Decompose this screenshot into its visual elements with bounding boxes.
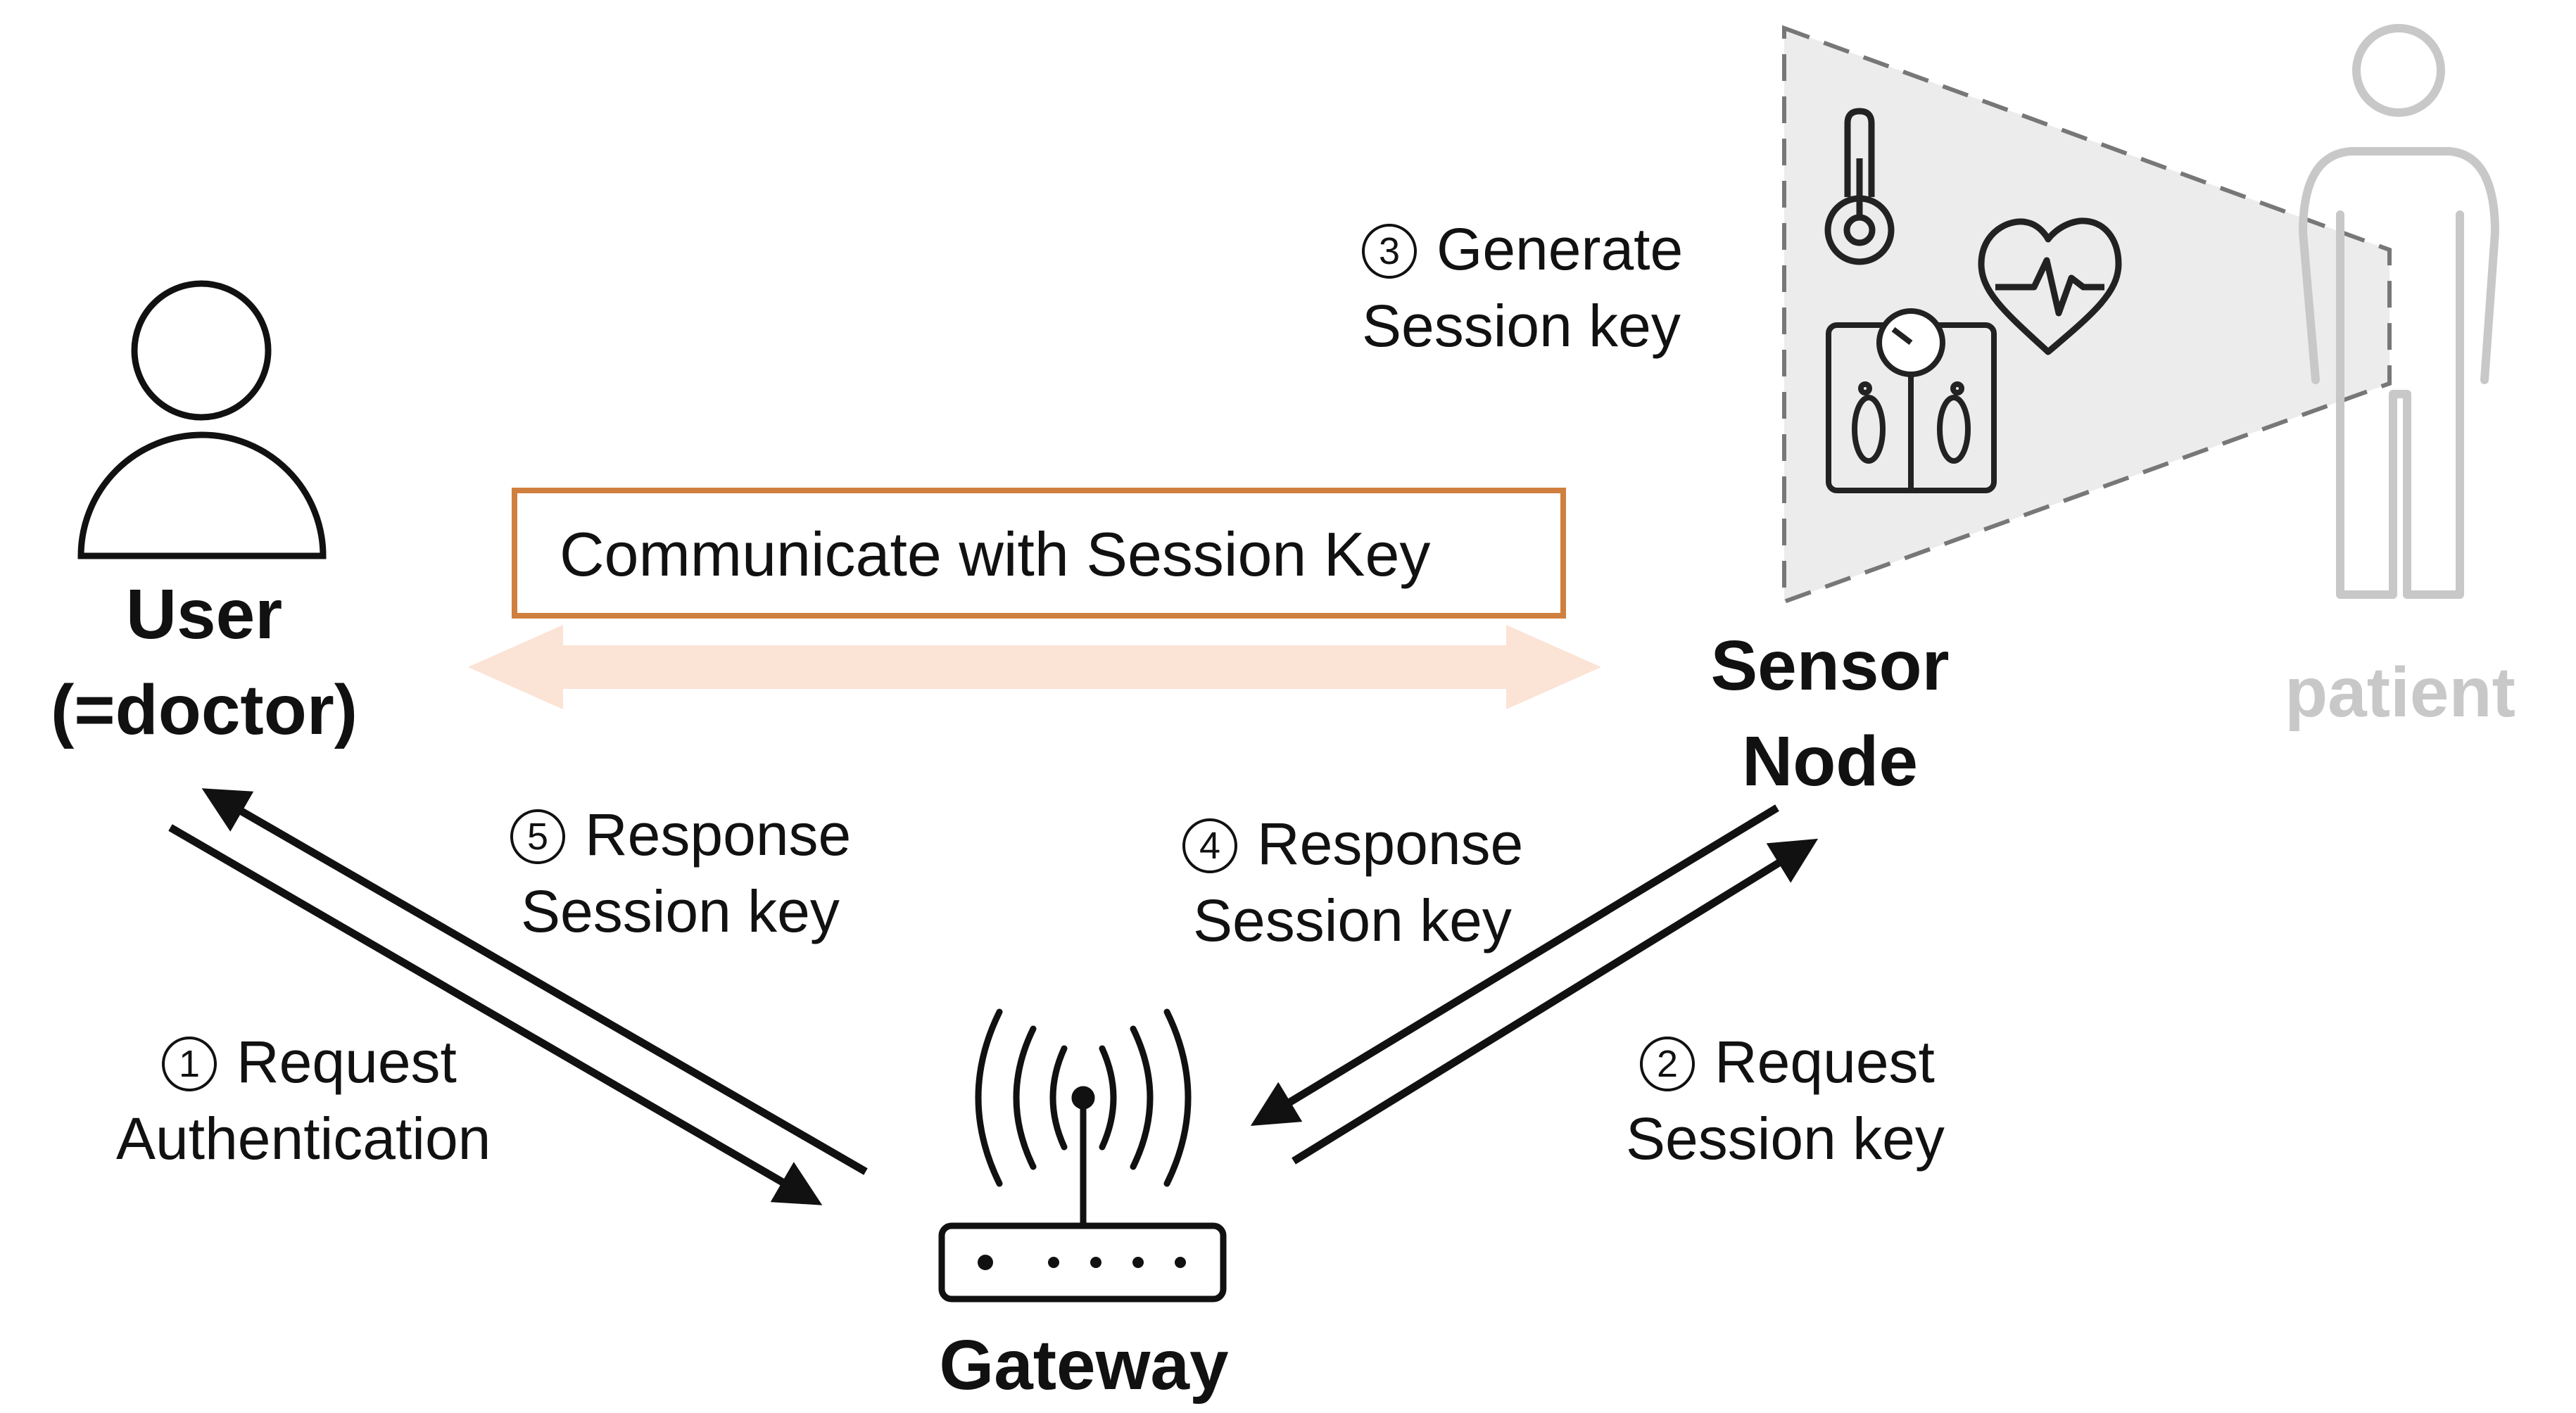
- sensor-node-title-line1: Sensor: [1710, 626, 1950, 705]
- step-5-label: 5 Response Session key: [510, 797, 851, 950]
- step-4-line2: Session key: [1193, 887, 1512, 954]
- thermometer-icon: [1824, 108, 1895, 265]
- arrow-response-to-gateway: [1250, 804, 1779, 1126]
- step-3-number: 3: [1362, 224, 1417, 279]
- body-scale-icon: [1826, 308, 1997, 493]
- step-5-number: 5: [510, 809, 565, 864]
- step-2-label: 2 Request Session key: [1626, 1024, 1945, 1177]
- user-icon: [77, 280, 327, 559]
- session-box: [512, 488, 1566, 619]
- patient-figure-icon: [2299, 24, 2499, 599]
- step-2-line1: Request: [1715, 1029, 1935, 1095]
- step-4-label: 4 Response Session key: [1182, 806, 1523, 959]
- user-title-line2: (=doctor): [50, 671, 358, 749]
- user-title-line1: User: [125, 575, 283, 654]
- step-3-line1: Generate: [1437, 216, 1684, 282]
- wireless-router-icon: [938, 1008, 1227, 1303]
- arrow-request-session-key: [1292, 838, 1819, 1165]
- step-3-line2: Session key: [1362, 293, 1681, 360]
- step-1-label: 1 Request Authentication: [116, 1024, 491, 1177]
- step-4-line1: Response: [1257, 811, 1524, 877]
- communicate-arrow: [468, 625, 1601, 709]
- step-3-label: 3 Generate Session key: [1362, 211, 1683, 365]
- step-2-number: 2: [1640, 1037, 1695, 1091]
- user-title: User (=doctor): [0, 566, 408, 758]
- patient-title: patient: [2285, 653, 2515, 732]
- step-5-line2: Session key: [521, 878, 840, 945]
- arrow-request-authentication: [168, 824, 823, 1205]
- session-box-label: Communicate with Session Key: [560, 519, 1431, 589]
- arrow-response-to-user: [201, 788, 868, 1175]
- step-4-number: 4: [1182, 818, 1237, 873]
- heart-rate-icon: [1978, 217, 2122, 355]
- step-1-line1: Request: [236, 1029, 457, 1095]
- step-2-line2: Session key: [1626, 1105, 1945, 1172]
- step-1-number: 1: [162, 1037, 217, 1091]
- sensor-node-title-line2: Node: [1742, 722, 1918, 801]
- step-1-line2: Authentication: [116, 1105, 491, 1172]
- sensor-node-title: Sensor Node: [1647, 618, 2013, 809]
- step-5-line1: Response: [585, 801, 852, 868]
- gateway-title: Gateway: [939, 1326, 1229, 1405]
